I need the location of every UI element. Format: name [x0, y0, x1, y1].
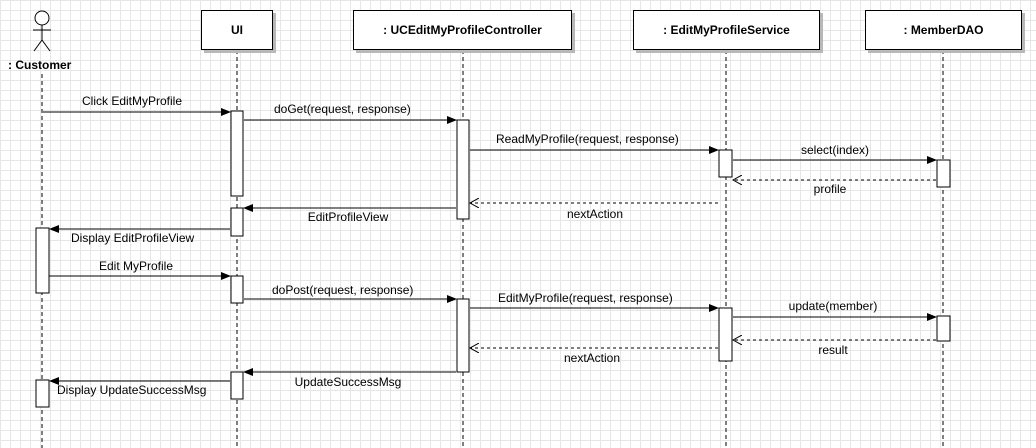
activation-dao-2 — [936, 315, 951, 342]
message-label: EditMyProfile(request, response) — [498, 291, 673, 305]
activation-customer-2 — [35, 379, 50, 408]
message-label: nextAction — [563, 351, 621, 365]
message-label: Click EditMyProfile — [82, 94, 183, 108]
participant-ui: UI — [201, 10, 273, 50]
participant-service: : EditMyProfileService — [633, 10, 820, 50]
message-label: profile — [813, 182, 847, 196]
message-label: Display EditProfileView — [71, 231, 195, 245]
participant-customer-label: : Customer — [8, 58, 72, 72]
activation-controller-1 — [456, 119, 470, 220]
participant-ui-label: UI — [231, 23, 243, 37]
message-label: doPost(request, response) — [272, 283, 414, 297]
participant-service-label: : EditMyProfileService — [663, 23, 790, 37]
participant-dao-label: : MemberDAO — [903, 23, 984, 37]
activation-ui-4 — [230, 371, 244, 400]
participant-dao: : MemberDAO — [865, 10, 1022, 50]
participant-controller: : UCEditMyProfileController — [353, 10, 572, 50]
activation-ui-2 — [230, 207, 244, 237]
message-label: Display UpdateSuccessMsg — [57, 383, 207, 397]
activation-ui-1 — [230, 110, 244, 197]
activation-ui-3 — [230, 275, 244, 304]
message-label: doGet(request, response) — [274, 102, 411, 116]
message-label: nextAction — [566, 207, 624, 221]
activation-service-2 — [718, 307, 733, 362]
message-label: ReadMyProfile(request, response) — [496, 132, 679, 146]
message-label: Edit MyProfile — [99, 259, 174, 273]
message-label: UpdateSuccessMsg — [294, 375, 402, 389]
message-label: EditProfileView — [307, 210, 389, 224]
message-label: select(index) — [800, 143, 870, 157]
activation-customer-1 — [35, 227, 50, 294]
activation-service-1 — [718, 149, 733, 178]
activation-controller-2 — [456, 298, 470, 373]
message-label: result — [818, 343, 848, 357]
participant-controller-label: : UCEditMyProfileController — [383, 23, 542, 37]
activation-dao-1 — [936, 159, 951, 188]
customer-actor-icon — [33, 10, 51, 52]
message-label: update(member) — [788, 299, 878, 313]
